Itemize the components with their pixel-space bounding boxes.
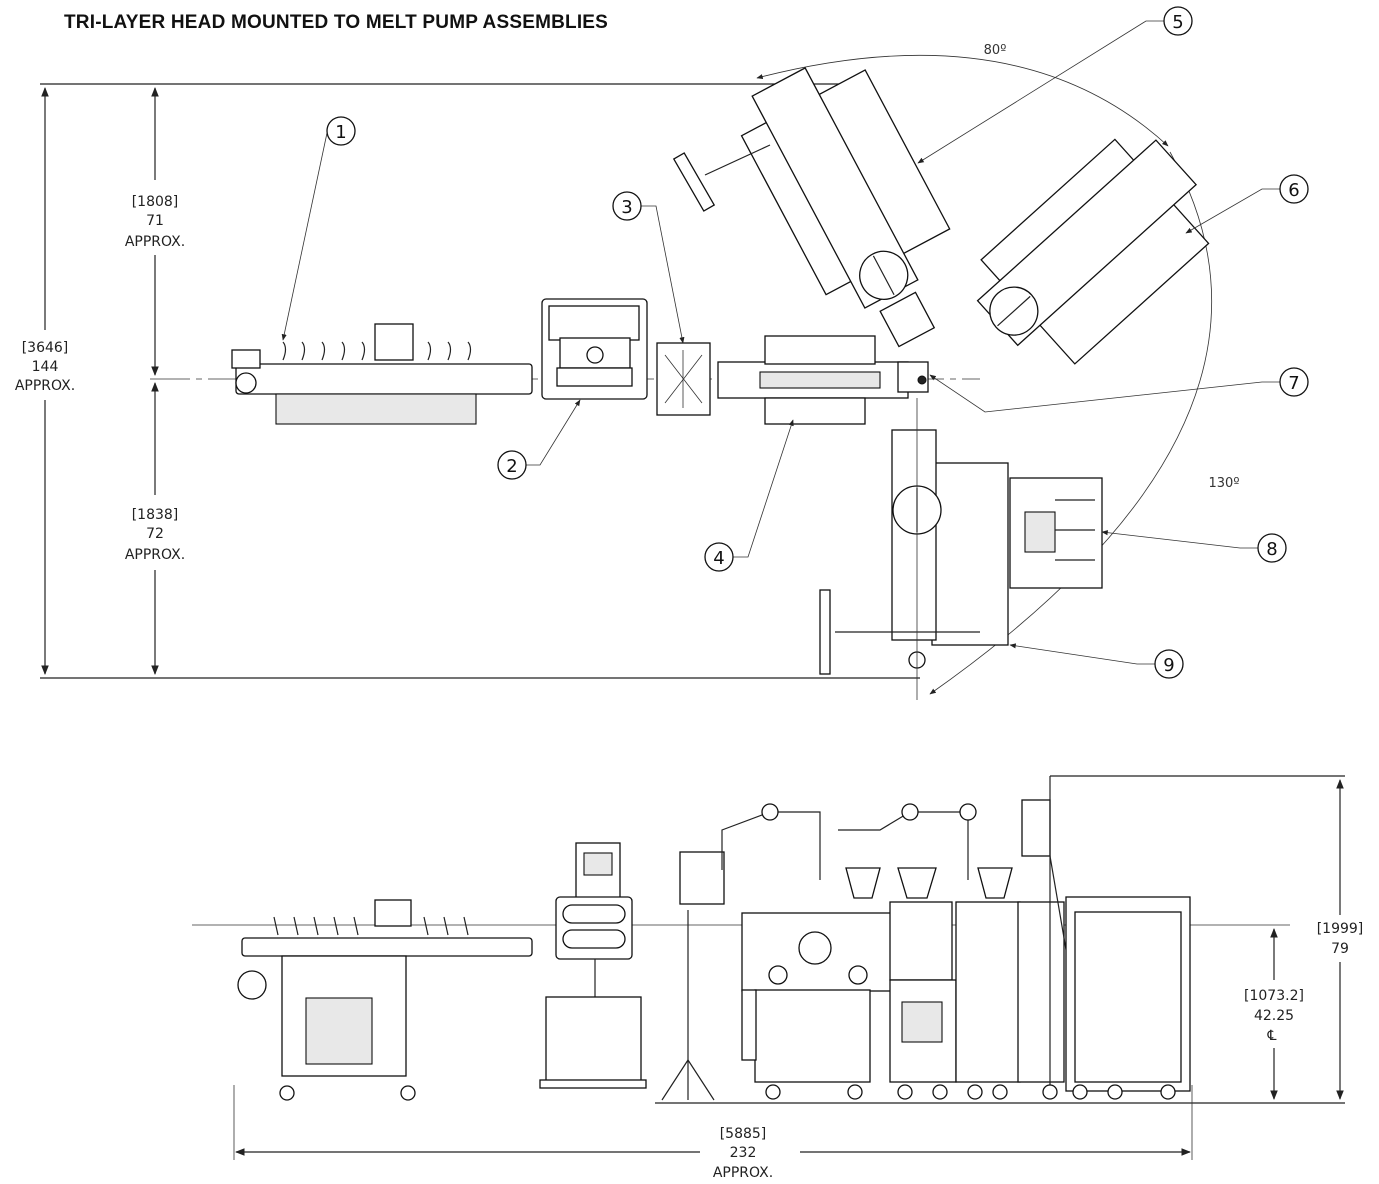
dim-centerline-mm: [1073.2] <box>1244 988 1304 1004</box>
angle-arc-130 <box>929 151 1212 695</box>
dim-lower-approx: APPROX. <box>125 547 185 563</box>
svg-text:3: 3 <box>621 197 632 218</box>
dim-length-inch: 232 <box>730 1145 757 1161</box>
top-view: [3646] 144 APPROX. [1808] 71 APPROX. [18… <box>15 6 1309 700</box>
conveyor-top <box>231 323 533 425</box>
pump-assembly-9 <box>819 398 1009 700</box>
pump-assembly-5 <box>740 67 951 348</box>
handwheel-5 <box>672 144 771 212</box>
dim-height-mm: [1999] <box>1317 921 1364 937</box>
pipes-side <box>721 803 977 880</box>
stand-side <box>661 851 725 1101</box>
extruder-side <box>741 912 893 1083</box>
controller-top <box>541 298 648 400</box>
angle-130-label: 130º <box>1209 476 1240 491</box>
casters-side <box>765 1084 1176 1100</box>
svg-text:8: 8 <box>1266 539 1277 560</box>
pump-assembly-6 <box>976 138 1210 365</box>
balloon-1: 1 <box>281 116 356 341</box>
balloon-4: 4 <box>704 419 794 572</box>
dim-total-inch: 144 <box>32 359 59 375</box>
dim-upper-height: [1808] 71 APPROX. <box>125 87 185 376</box>
svg-text:4: 4 <box>713 548 724 569</box>
balloon-5: 5 <box>917 6 1193 164</box>
conveyor-side <box>237 899 533 1101</box>
svg-text:1: 1 <box>335 122 346 143</box>
side-view: [5885] 232 APPROX. [1999] 79 [1073.2] 42… <box>192 775 1364 1181</box>
dim-height-inch: 79 <box>1331 941 1349 957</box>
extruder-top <box>717 335 909 425</box>
controller-side <box>539 842 647 1089</box>
dim-length-approx: APPROX. <box>713 1165 773 1181</box>
svg-text:5: 5 <box>1172 12 1183 33</box>
balloon-8: 8 <box>1101 530 1287 563</box>
dim-upper-inch: 71 <box>146 213 164 229</box>
pump-frame-side <box>889 901 1065 1083</box>
dim-centerline-inch: 42.25 <box>1254 1008 1294 1024</box>
dim-total-length: [5885] 232 APPROX. <box>233 1085 1193 1181</box>
dim-centerline-height: [1073.2] 42.25 ℄ <box>1244 928 1304 1100</box>
svg-text:6: 6 <box>1288 180 1299 201</box>
dim-total-height-side: [1999] 79 <box>1317 779 1364 1100</box>
dim-total-mm: [3646] <box>22 340 69 356</box>
tri-layer-head <box>897 361 929 393</box>
hoppers-side <box>845 867 1013 899</box>
stand-top <box>656 342 711 416</box>
balloon-3: 3 <box>612 191 685 344</box>
dim-lower-mm: [1838] <box>132 507 179 523</box>
angle-arc-80 <box>756 54 1169 147</box>
angle-80-label: 80º <box>984 43 1007 58</box>
svg-text:7: 7 <box>1288 373 1299 394</box>
frame-8 <box>1009 477 1103 589</box>
dim-total-approx: APPROX. <box>15 378 75 394</box>
drawing-title: TRI-LAYER HEAD MOUNTED TO MELT PUMP ASSE… <box>64 12 609 33</box>
dim-lower-height: [1838] 72 APPROX. <box>125 382 185 675</box>
balloon-2: 2 <box>497 399 581 480</box>
dim-upper-mm: [1808] <box>132 194 179 210</box>
dim-total-height: [3646] 144 APPROX. <box>15 87 75 675</box>
balloon-7: 7 <box>929 367 1309 413</box>
svg-text:2: 2 <box>506 456 517 477</box>
centerline-symbol: ℄ <box>1267 1028 1277 1044</box>
dim-length-mm: [5885] <box>720 1126 767 1142</box>
svg-text:9: 9 <box>1163 655 1174 676</box>
dim-upper-approx: APPROX. <box>125 234 185 250</box>
balloon-6: 6 <box>1185 174 1309 234</box>
cabinet-side <box>1021 776 1191 1092</box>
balloon-9: 9 <box>1009 643 1184 679</box>
dim-lower-inch: 72 <box>146 526 164 542</box>
